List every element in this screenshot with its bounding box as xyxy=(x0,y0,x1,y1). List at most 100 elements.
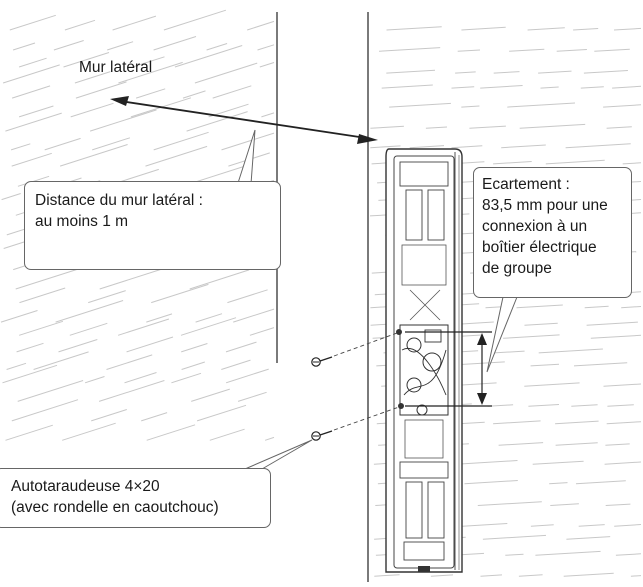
hatch-stroke xyxy=(566,536,611,540)
hatch-stroke xyxy=(545,159,605,165)
spacing-text-line3: connexion à un xyxy=(482,218,588,235)
hatch-stroke xyxy=(509,48,545,52)
hatch-stroke xyxy=(209,428,245,441)
hatch-stroke xyxy=(181,343,208,353)
hatch-stroke xyxy=(603,104,642,108)
hatch-stroke xyxy=(146,424,196,441)
hatch-stroke xyxy=(11,85,51,99)
hatch-stroke xyxy=(145,145,208,167)
hatch-stroke xyxy=(84,376,105,384)
hatch-stroke xyxy=(195,313,223,323)
hatch-stroke xyxy=(461,26,506,31)
spacing-dimension xyxy=(405,331,492,407)
side-wall-label: Mur latéral xyxy=(79,59,153,76)
hatch-stroke xyxy=(141,412,168,422)
hatch-stroke xyxy=(462,523,508,527)
lower-screw-hole xyxy=(398,403,404,409)
hatch-stroke xyxy=(516,304,563,309)
hatch-stroke xyxy=(126,336,174,353)
hatch-stroke xyxy=(540,86,559,89)
hatch-stroke xyxy=(10,143,31,151)
hatch-stroke xyxy=(556,49,587,52)
hatch-stroke xyxy=(180,317,237,336)
hatch-stroke xyxy=(92,137,131,151)
hatch-stroke xyxy=(135,88,166,99)
hatch-stroke xyxy=(11,152,52,167)
hatch-stroke xyxy=(389,102,451,108)
hatch-stroke xyxy=(58,339,98,353)
hatch-stroke xyxy=(171,372,202,384)
hatch-stroke xyxy=(518,574,543,577)
hatch-stroke xyxy=(575,480,626,485)
hatch-stroke xyxy=(565,143,631,149)
spacing-text-line1: Ecartement : xyxy=(482,176,570,193)
hatch-stroke xyxy=(482,534,547,540)
distance-callout-pointer xyxy=(237,129,256,185)
hatch-stroke xyxy=(261,112,275,118)
hatch-stroke xyxy=(584,305,609,309)
hatch-stroke xyxy=(69,322,108,336)
hatch-stroke xyxy=(583,70,628,74)
hatch-stroke xyxy=(507,102,576,108)
hatch-stroke xyxy=(374,574,400,577)
hatch-stroke xyxy=(606,421,642,425)
screw-text-line1: Autotaraudeuse 4×20 xyxy=(11,478,160,495)
hatch-stroke xyxy=(6,362,27,370)
hatch-stroke xyxy=(555,420,599,425)
hatch-stroke xyxy=(259,62,275,68)
hatch-stroke xyxy=(264,436,275,441)
hatch-stroke xyxy=(2,364,58,384)
hatch-stroke xyxy=(386,26,442,31)
hatch-stroke xyxy=(88,290,126,304)
hatch-stroke xyxy=(233,308,275,323)
hatch-stroke xyxy=(225,341,257,353)
hatch-stroke xyxy=(9,14,56,31)
hatch-stroke xyxy=(18,57,47,68)
hatch-stroke xyxy=(74,71,111,84)
hatch-stroke xyxy=(212,85,252,99)
distance-arrow xyxy=(110,96,378,144)
hatch-stroke xyxy=(607,404,634,407)
hatch-stroke xyxy=(409,145,445,149)
hatch-stroke xyxy=(480,574,503,577)
hatch-stroke xyxy=(0,310,38,323)
hatch-stroke xyxy=(527,27,565,31)
spacing-callout-pointer xyxy=(486,296,518,373)
hatch-stroke xyxy=(12,42,36,51)
hatch-stroke xyxy=(550,503,579,506)
hatch-stroke xyxy=(524,322,558,326)
lower-screw xyxy=(311,406,400,441)
hatch-stroke xyxy=(5,112,62,132)
hatch-stroke xyxy=(430,574,454,577)
hatch-stroke xyxy=(163,9,227,31)
hatch-stroke xyxy=(613,27,642,31)
hatch-stroke xyxy=(469,125,506,129)
hatch-stroke xyxy=(493,161,532,165)
hatch-stroke xyxy=(98,380,165,402)
hatch-stroke xyxy=(586,321,638,326)
hatch-stroke xyxy=(573,362,628,367)
hatch-stroke xyxy=(59,144,128,167)
screw-callout-pointer xyxy=(244,439,313,470)
hatch-stroke xyxy=(257,44,275,51)
hatch-stroke xyxy=(62,422,116,441)
upper-screw-hole xyxy=(396,329,402,335)
hatch-stroke xyxy=(247,20,275,31)
hatch-stroke xyxy=(249,327,275,336)
hatch-stroke xyxy=(221,359,251,370)
hatch-stroke xyxy=(70,102,114,118)
hatch-stroke xyxy=(117,318,170,336)
hatch-stroke xyxy=(11,399,79,422)
wall-plate xyxy=(385,148,463,573)
hatch-stroke xyxy=(555,442,598,446)
hatch-stroke xyxy=(606,126,632,129)
hatch-stroke xyxy=(461,105,480,108)
hatch-stroke xyxy=(182,90,206,99)
hatch-stroke xyxy=(5,424,53,441)
hatch-stroke xyxy=(614,524,642,527)
hatch-stroke xyxy=(532,460,584,465)
hatch-stroke xyxy=(181,361,205,370)
hatch-stroke xyxy=(1,193,21,201)
distance-callout: Distance du mur latéral : au moins 1 m xyxy=(24,181,281,270)
